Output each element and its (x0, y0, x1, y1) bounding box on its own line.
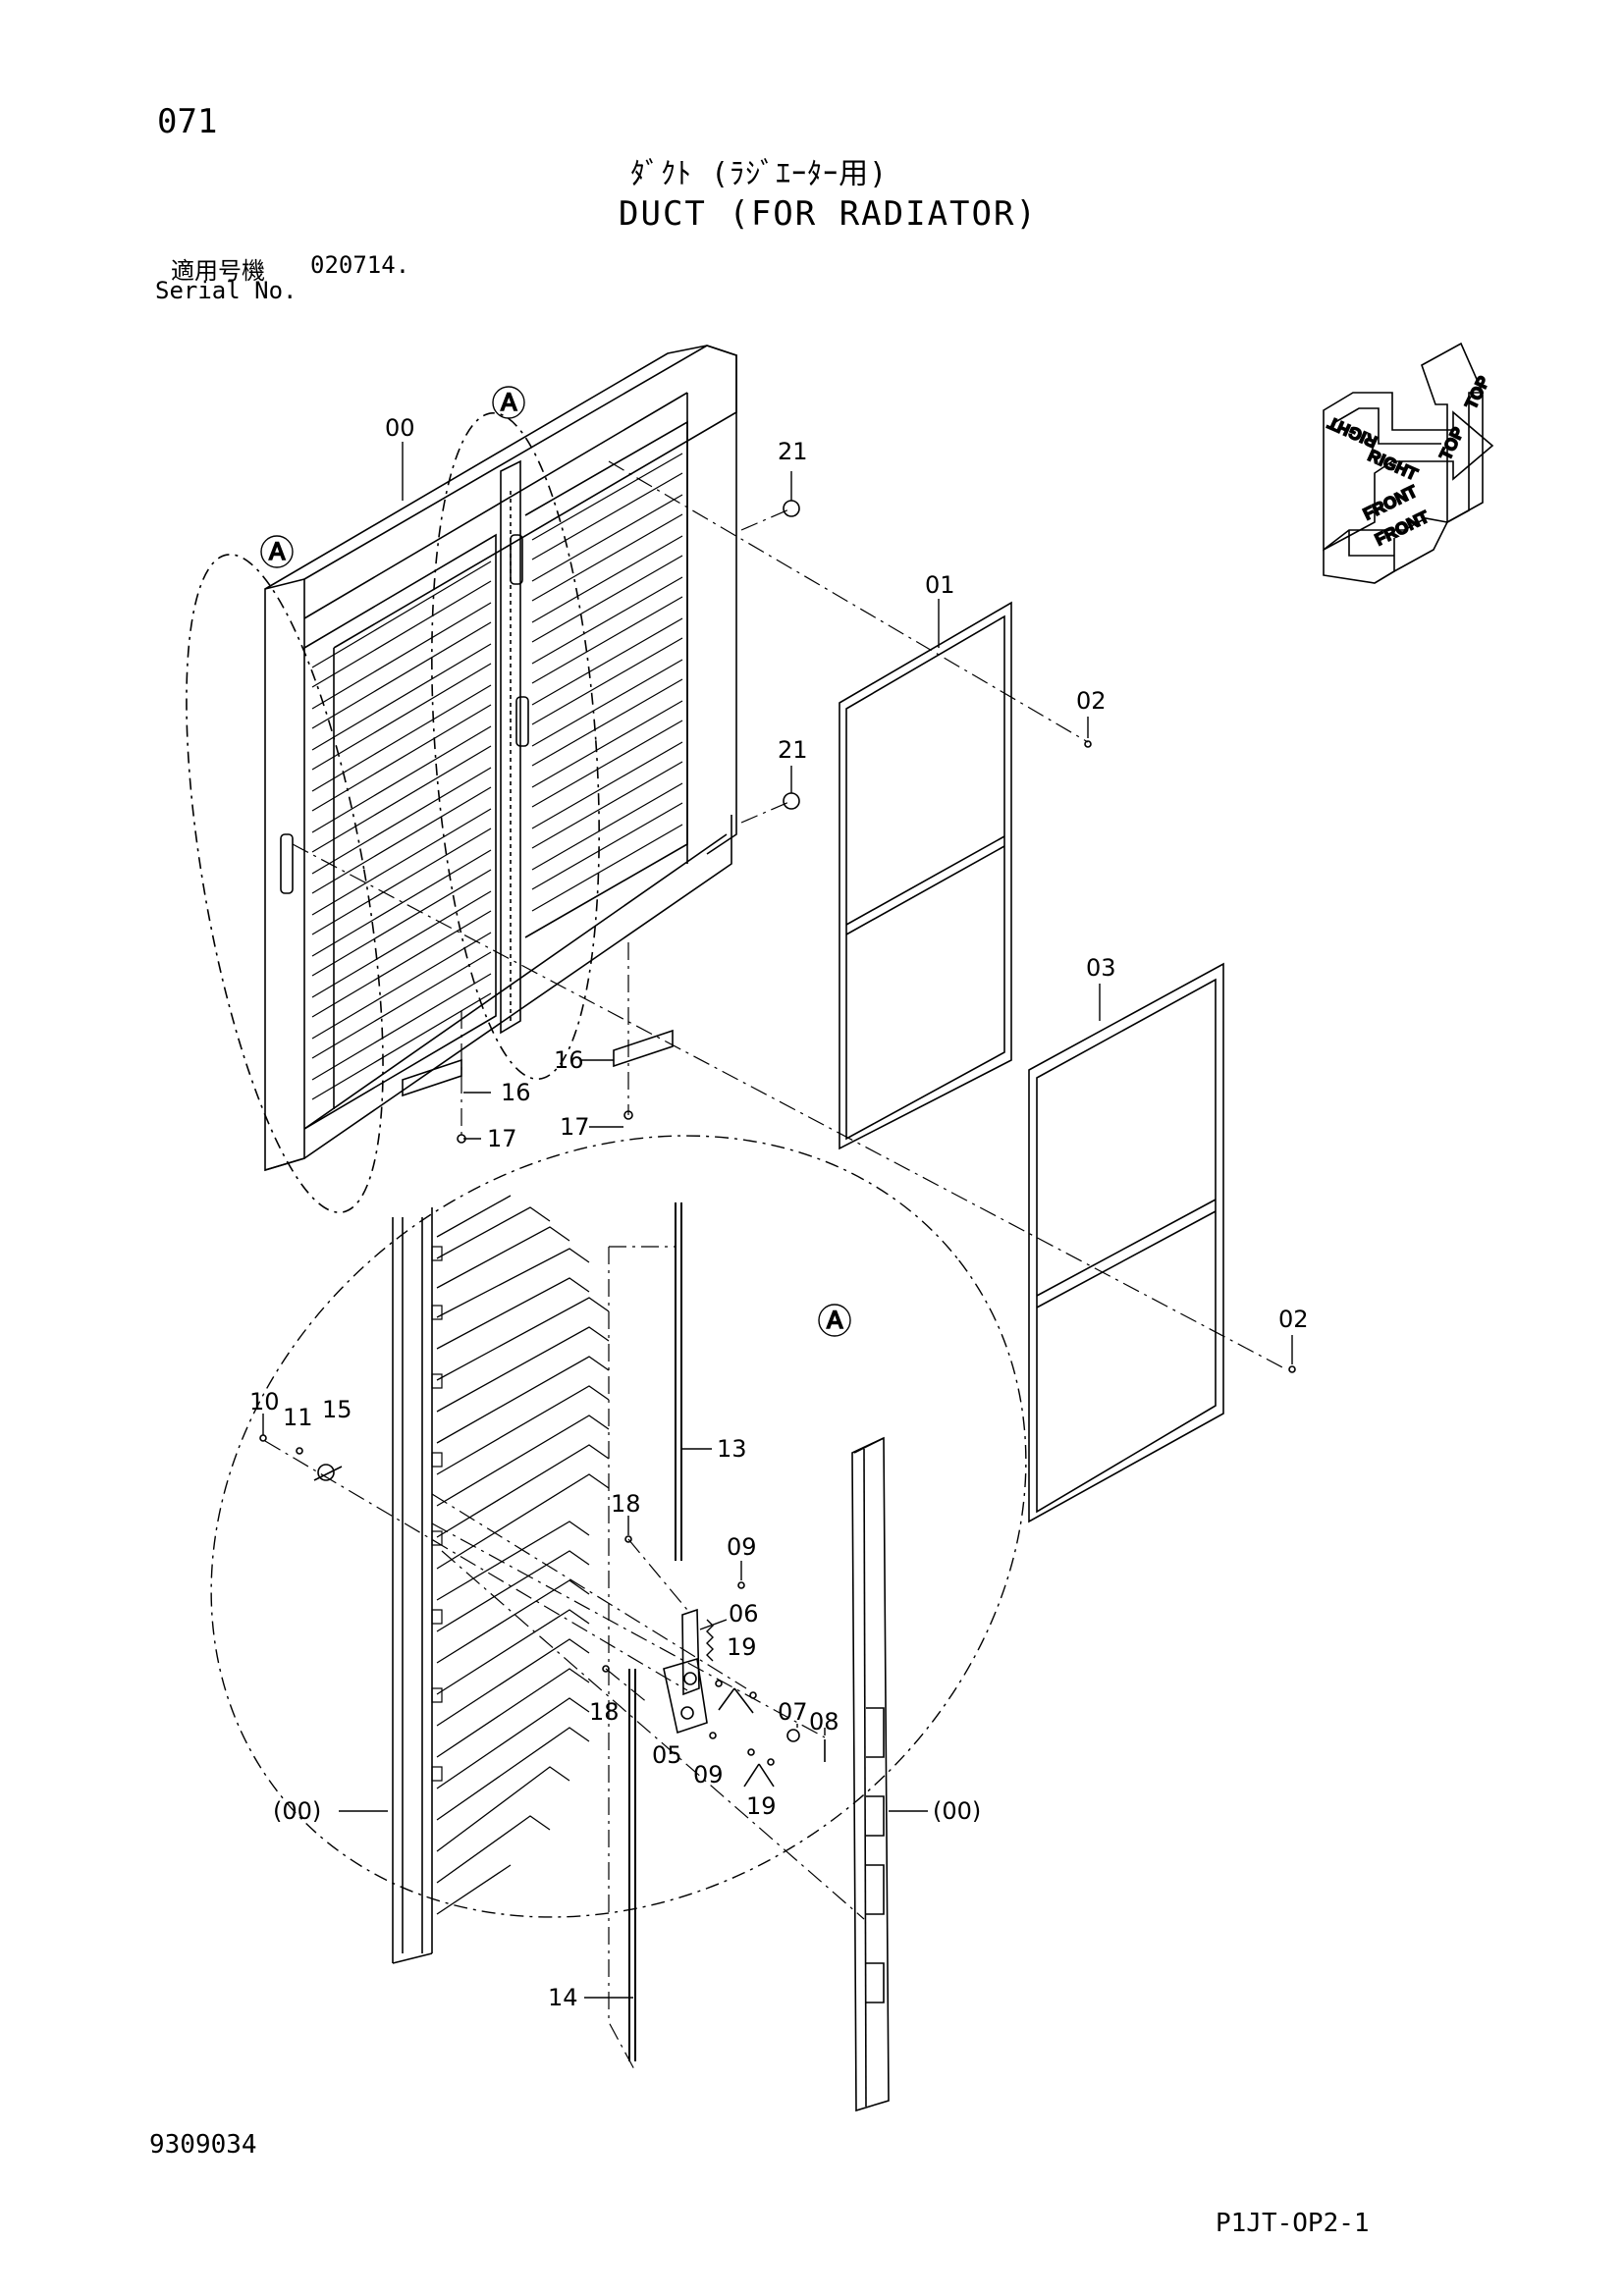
callout-16-right: 16 (554, 1046, 584, 1074)
detail-outline-a-left: A (186, 535, 384, 1213)
callout-11: 11 (283, 1404, 313, 1431)
callout-02-upper: 02 (1076, 687, 1107, 715)
duct-frame-assembly (264, 345, 800, 1172)
callout-05: 05 (652, 1741, 682, 1769)
callout-09-lower: 09 (693, 1761, 724, 1789)
serial-label-english: Serial No. (155, 277, 298, 304)
detail-louver-blades (436, 1195, 610, 1915)
drawing-number: 9309034 (149, 2130, 257, 2160)
callout-19-upper: 19 (727, 1633, 757, 1661)
callout-13: 13 (717, 1435, 747, 1463)
callout-10: 10 (249, 1388, 280, 1415)
louver-slats-right (531, 453, 683, 912)
callout-00: 00 (385, 414, 415, 442)
callout-01: 01 (925, 571, 955, 599)
callout-21-top: 21 (778, 438, 808, 465)
filter-screen-01 (839, 601, 1012, 1150)
callout-06: 06 (729, 1600, 759, 1628)
sheet-id: P1JT-OP2-1 (1216, 2209, 1370, 2238)
detail-marker-a-center: A (501, 389, 517, 416)
serial-value: 020714. (310, 251, 410, 279)
callout-15: 15 (322, 1396, 352, 1423)
orientation-top-label-2: TOP (1462, 373, 1493, 411)
detail-marker-a-view: A (827, 1307, 843, 1334)
filter-screen-03 (1028, 962, 1224, 1523)
callout-21-bottom: 21 (778, 736, 808, 764)
detail-marker-a-left: A (269, 538, 286, 565)
callout-17-left: 17 (487, 1125, 517, 1152)
detail-outline-a-center: A (431, 386, 600, 1081)
callout-03: 03 (1086, 954, 1116, 982)
title-english: DUCT (FOR RADIATOR) (619, 194, 1038, 234)
callout-17-right: 17 (560, 1113, 590, 1141)
callout-16-left: 16 (501, 1079, 531, 1106)
louver-slats-left (311, 561, 492, 1100)
callout-leaders (262, 442, 1293, 1999)
orientation-indicator: RIGHT RIGHT FRONT FRONT TOP TOP (1323, 342, 1494, 584)
callout-14: 14 (548, 1984, 578, 2011)
orientation-right-label: RIGHT (1365, 446, 1421, 484)
callout-08: 08 (809, 1708, 839, 1735)
orientation-right-mirror-label: RIGHT (1325, 413, 1380, 452)
serial-label-japanese: 適用号機 (171, 257, 265, 285)
title-japanese: ﾀﾞｸﾄ (ﾗｼﾞｴｰﾀｰ用) (630, 157, 889, 191)
callout-18-lower: 18 (589, 1698, 620, 1726)
callout-18-upper: 18 (611, 1490, 641, 1518)
callout-19-lower: 19 (746, 1792, 777, 1820)
callout-00-right-paren: (00) (933, 1797, 981, 1825)
callout-02-lower: 02 (1278, 1306, 1309, 1333)
assembly-lines (292, 460, 1287, 1370)
callout-00-left-paren: (00) (273, 1797, 321, 1825)
callout-labels: 00 21 21 01 02 03 02 16 16 17 17 10 11 1… (249, 414, 1309, 2011)
callout-07: 07 (778, 1698, 808, 1726)
page-number: 071 (157, 102, 218, 141)
detail-view-a: A (210, 1135, 1027, 2112)
callout-09-upper: 09 (727, 1533, 757, 1561)
